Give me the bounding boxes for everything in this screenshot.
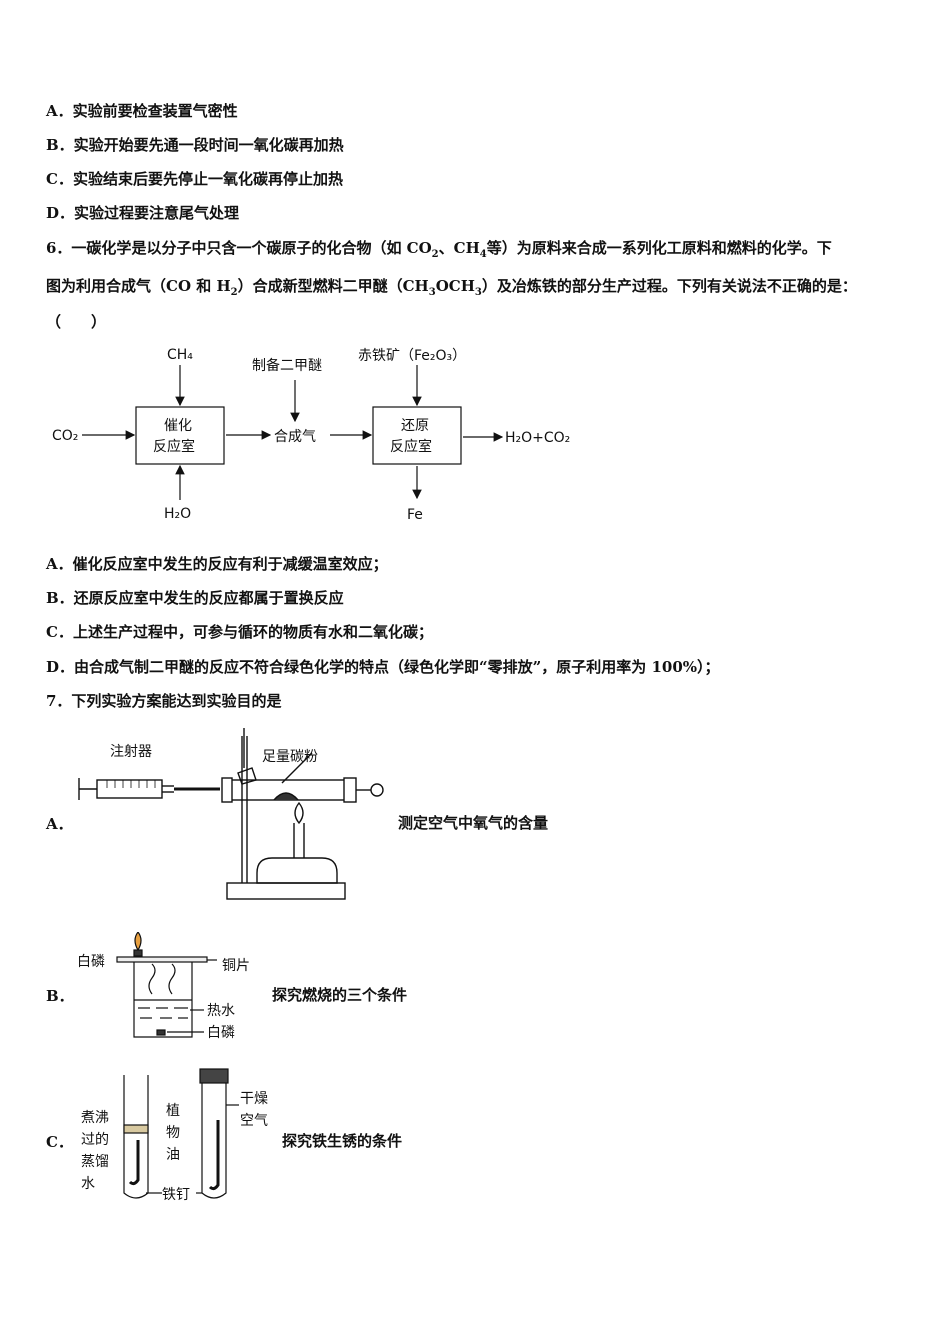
oil-label-2: 物 [166, 1125, 180, 1141]
q7-stem: 7．下列实验方案能达到实验目的是 [46, 692, 282, 710]
boiled-water-label-4: 水 [81, 1176, 95, 1192]
catalytic-room-label-1: 催化 [164, 418, 192, 434]
output-label: H₂O+CO₂ [505, 430, 570, 446]
syngas-label: 合成气 [274, 429, 316, 445]
boiled-water-label-1: 煮沸 [81, 1110, 109, 1126]
white-phosphorus-top-label: 白磷 [77, 954, 105, 970]
experiment-a-apparatus: 注射器 足量碳粉 [78, 728, 384, 900]
dry-air-label-2: 空气 [240, 1113, 268, 1129]
oil-label-3: 油 [166, 1147, 180, 1163]
reduction-room-label-2: 反应室 [390, 438, 432, 455]
reduction-room-box [372, 406, 462, 465]
q6-option-c: C．上述生产过程中，可参与循环的物质有水和二氧化碳； [46, 623, 433, 641]
q7-option-a-label: A． [46, 815, 73, 833]
boiled-water-label-3: 蒸馏 [81, 1154, 109, 1170]
q6-stem-line1: 6．一碳化学是以分子中只含一个碳原子的化合物（如 CO2、CH4等）为原料来合成… [46, 239, 832, 260]
q7-option-a-caption: 测定空气中氧气的含量 [398, 814, 549, 832]
process-flow-diagram: CH₄ CO₂ H₂O 催化 反应室 制备二甲醚 合成气 赤铁矿（Fe₂O₃） … [52, 347, 570, 523]
q6-stem-line2: 图为利用合成气（CO 和 H2）合成新型燃料二甲醚（CH3OCH3）及冶炼铁的部… [46, 277, 857, 298]
copper-plate-label: 铜片 [222, 958, 250, 974]
prepare-dme-label: 制备二甲醚 [252, 357, 322, 374]
q6-stem-line3: （ ） [46, 313, 107, 331]
iron-nail-label: 铁钉 [162, 1187, 190, 1203]
h2o-label: H₂O [164, 506, 191, 522]
fe-label: Fe [407, 507, 423, 523]
experiment-b-apparatus: 白磷 铜片 热水 白磷 [77, 932, 250, 1041]
q5-option-a: A．实验前要检查装置气密性 [46, 102, 238, 120]
q7-option-b-label: B． [46, 987, 74, 1005]
hot-water-label: 热水 [207, 1003, 235, 1019]
catalytic-room-box [135, 406, 225, 465]
q7-option-c-label: C． [46, 1133, 73, 1151]
q6-option-a: A．催化反应室中发生的反应有利于减缓温室效应； [46, 555, 388, 573]
co2-label: CO₂ [52, 428, 78, 444]
catalytic-room-label-2: 反应室 [153, 438, 195, 455]
q6-option-b: B．还原反应室中发生的反应都属于置换反应 [46, 589, 344, 607]
q5-option-d: D．实验过程要注意尾气处理 [46, 204, 240, 222]
syringe-label: 注射器 [110, 744, 152, 760]
q7-option-c-caption: 探究铁生锈的条件 [282, 1132, 403, 1150]
white-phosphorus-bottom-label: 白磷 [207, 1025, 235, 1041]
oil-label-1: 植 [166, 1103, 180, 1119]
ch4-label: CH₄ [167, 347, 193, 363]
q7-option-b-caption: 探究燃烧的三个条件 [272, 986, 408, 1004]
q6-option-d: D．由合成气制二甲醚的反应不符合绿色化学的特点（绿色化学即“零排放”，原子利用率… [46, 658, 720, 676]
hematite-label: 赤铁矿（Fe₂O₃） [358, 348, 466, 364]
reduction-room-label-1: 还原 [401, 418, 429, 434]
carbon-powder-label: 足量碳粉 [262, 749, 318, 765]
experiment-c-apparatus: 煮沸 过的 蒸馏 水 植 物 油 干燥 空气 铁钉 [81, 1068, 268, 1203]
dry-air-label-1: 干燥 [240, 1091, 268, 1107]
boiled-water-label-2: 过的 [81, 1132, 109, 1148]
q5-option-b: B．实验开始要先通一段时间一氧化碳再加热 [46, 136, 344, 154]
q5-option-c: C．实验结束后要先停止一氧化碳再停止加热 [46, 170, 343, 188]
